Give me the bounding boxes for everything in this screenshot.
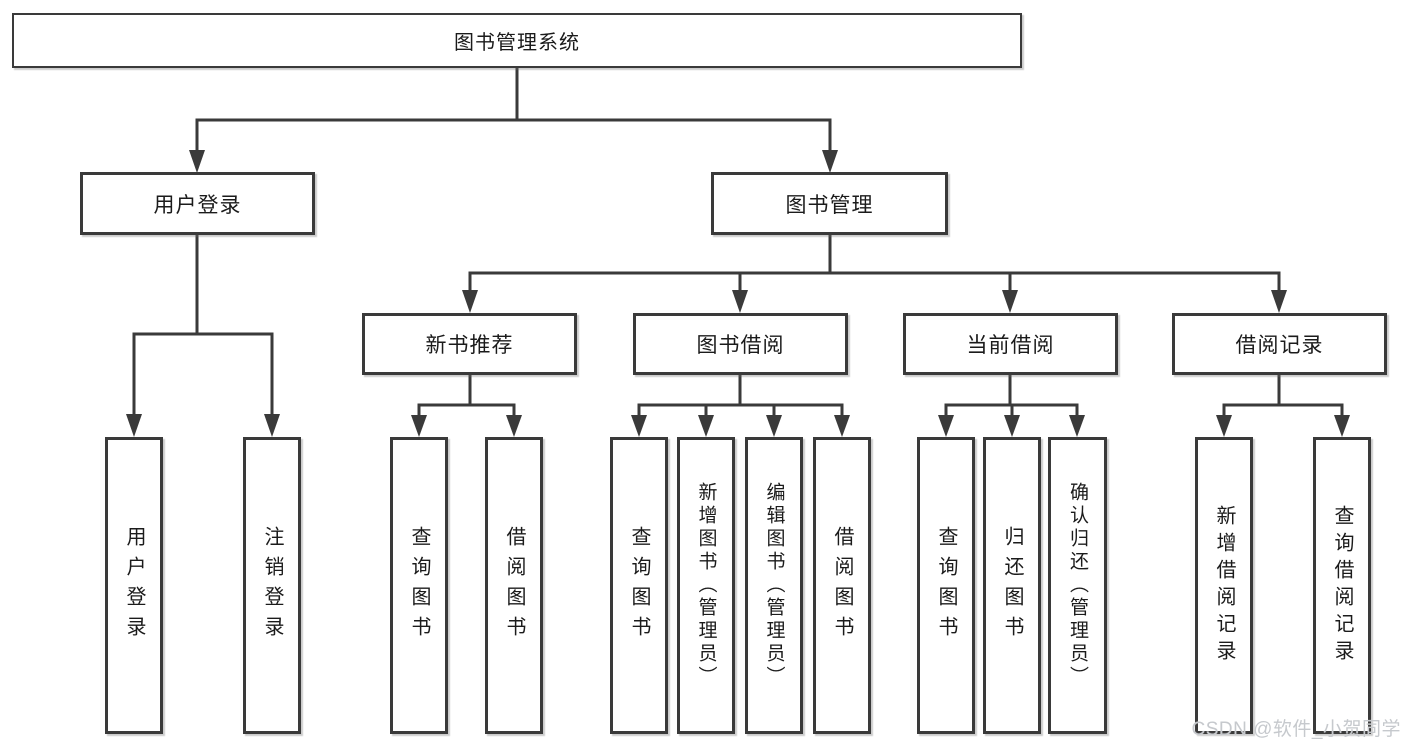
leaf-label: 确认归还（管理员） [1067,482,1088,689]
leaf-label: 编辑图书（管理员） [763,482,785,689]
leaf-box-logout: 注销登录 [243,437,301,734]
leaf-box-add-books-admin: 新增图书（管理员） [677,437,735,734]
root-box-library-management-system: 图书管理系统 [12,13,1022,68]
leaf-label: 借阅图书 [503,525,525,646]
leaf-label: 查询图书 [408,525,430,646]
leaf-box-borrow-books-1: 借阅图书 [485,437,543,734]
leaf-box-query-books-2: 查询图书 [610,437,668,734]
branch-box-user-login: 用户登录 [80,172,315,235]
leaf-label: 归还图书 [1001,525,1023,646]
leaf-box-query-books-3: 查询图书 [917,437,975,734]
leaf-label: 新增图书（管理员） [695,482,717,689]
leaf-box-borrow-books-2: 借阅图书 [813,437,871,734]
csdn-watermark: CSDN @软件_小贺同学 [1191,719,1401,740]
leaf-box-confirm-return-admin: 确认归还（管理员） [1048,437,1107,734]
leaf-label: 查询图书 [628,525,650,646]
leaf-label: 查询图书 [935,525,957,646]
leaf-label: 新增借阅记录 [1213,504,1235,667]
category-box-current-borrow: 当前借阅 [903,313,1118,375]
leaf-box-user-login: 用户登录 [105,437,163,734]
leaf-label: 用户登录 [123,525,145,646]
leaf-box-return-books: 归还图书 [983,437,1041,734]
category-box-new-book-recommend: 新书推荐 [362,313,577,375]
leaf-box-edit-books-admin: 编辑图书（管理员） [745,437,803,734]
category-box-borrow-records: 借阅记录 [1172,313,1387,375]
leaf-label: 注销登录 [261,525,283,646]
leaf-box-query-borrow-record: 查询借阅记录 [1313,437,1371,734]
leaf-label: 查询借阅记录 [1331,504,1353,667]
category-box-book-borrow: 图书借阅 [633,313,848,375]
leaf-label: 借阅图书 [831,525,853,646]
leaf-box-query-books-1: 查询图书 [390,437,448,734]
branch-box-book-management: 图书管理 [711,172,948,235]
leaf-box-add-borrow-record: 新增借阅记录 [1195,437,1253,734]
